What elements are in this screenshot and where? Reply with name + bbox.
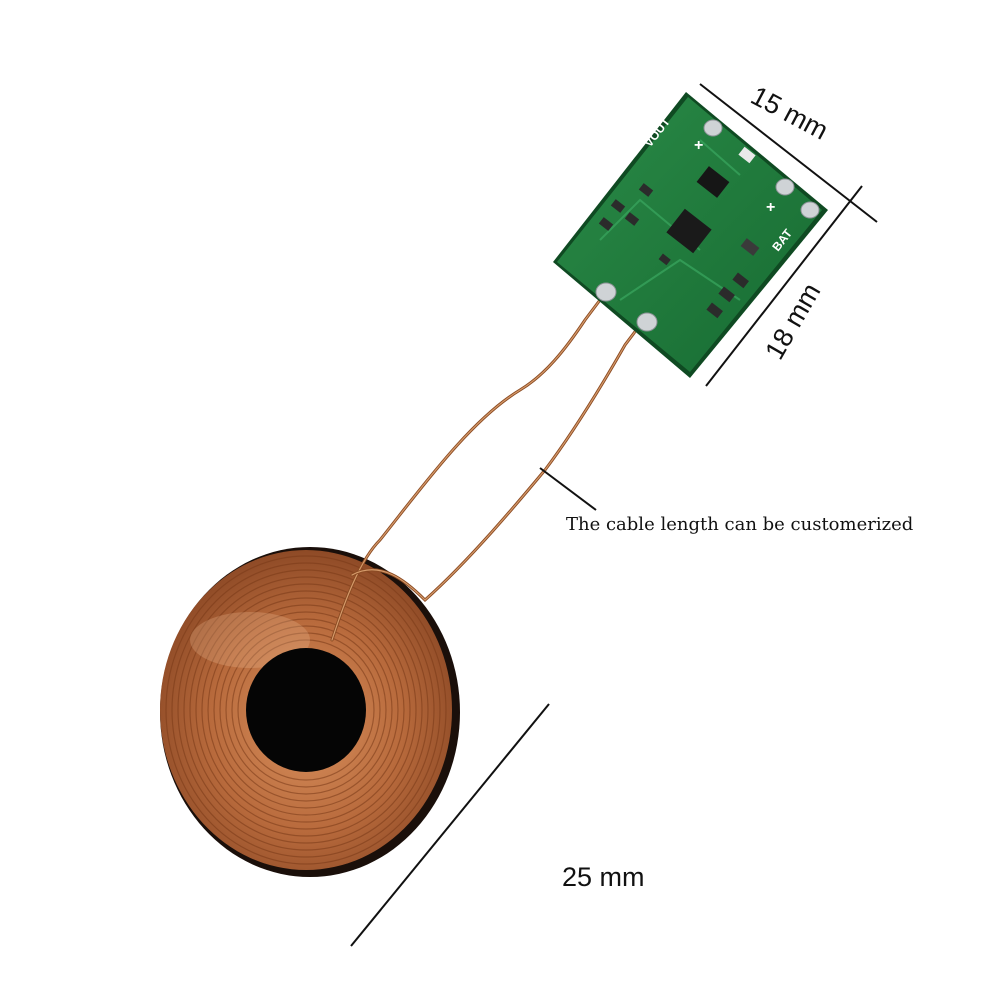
solder-pad: [775, 178, 795, 196]
led-indicator: [738, 146, 756, 164]
small-ic-chip: [696, 166, 730, 198]
silk-plus-2: +: [766, 199, 775, 216]
solder-pad: [800, 201, 820, 219]
coil-diameter-label: 25 mm: [562, 862, 645, 892]
main-ic-chip: [666, 208, 712, 254]
coil-wires: [330, 298, 642, 642]
silk-plus-1: +: [694, 137, 703, 154]
solder-pad: [636, 312, 658, 332]
coil-core: [246, 648, 366, 772]
solder-pad: [595, 282, 617, 302]
dim-line-18mm: [705, 185, 863, 387]
pcb-module: VOUT BAT + +: [553, 92, 828, 378]
cable-note: The cable length can be customerized: [566, 514, 914, 535]
dim-line-25mm: [350, 703, 550, 947]
copper-coil: [160, 547, 460, 877]
dim-line-cable: [539, 467, 597, 511]
solder-pad: [703, 119, 723, 137]
dim-line-15mm: [699, 83, 878, 223]
dimension-lines: [350, 83, 878, 947]
